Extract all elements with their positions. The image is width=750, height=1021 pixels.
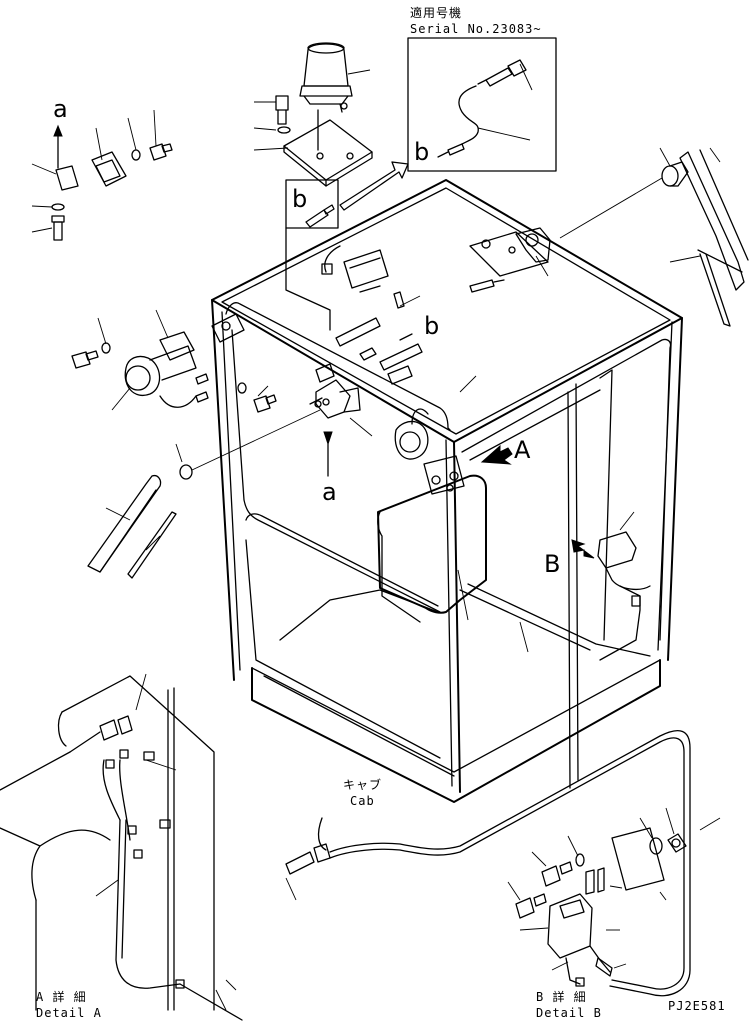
detail-pointer-arrow	[339, 161, 409, 211]
detail-a-view: A 詳 細 Detail A	[0, 673, 243, 1021]
serial-label-japanese: 適用号機	[410, 5, 462, 20]
horn-assembly-a: a	[31, 95, 173, 241]
cab-structure	[211, 179, 683, 803]
horn-assembly-cab: a	[309, 363, 429, 506]
callout-b-box-label: b	[292, 185, 307, 213]
rotating-beacon	[253, 42, 373, 187]
horn-left	[71, 309, 277, 413]
wiper-motor	[469, 227, 551, 293]
switch-unit	[597, 511, 651, 661]
serial-detail-box: 適用号機 Serial No.23083~ b	[407, 5, 557, 172]
cab-label-english: Cab	[350, 794, 375, 808]
rear-wiper-arm	[87, 409, 321, 579]
callout-b-harness: b	[424, 312, 439, 340]
detail-b-label-english: Detail B	[536, 1006, 602, 1020]
serial-number-label: Serial No.23083~	[410, 22, 542, 36]
front-wiper-arm	[559, 147, 749, 327]
callout-view-a: A	[514, 436, 531, 464]
view-b-arrow	[571, 539, 595, 559]
detail-b-view: B 詳 細 Detail B	[507, 807, 687, 1020]
view-a-arrow	[480, 444, 513, 465]
cab-label-japanese: キャブ	[343, 777, 382, 792]
washer-hose: キャブ Cab	[285, 730, 721, 997]
detail-b-label-japanese: B 詳 細	[536, 989, 587, 1004]
detail-a-label-english: Detail A	[36, 1006, 102, 1020]
callout-b-box: b	[285, 179, 339, 229]
callout-b-detail: b	[414, 138, 429, 166]
wiring-harness-top: b	[285, 227, 439, 371]
callout-a-lower: a	[322, 478, 337, 506]
controller-box	[377, 455, 487, 623]
detail-a-label-japanese: A 詳 細	[36, 989, 87, 1004]
drawing-code: PJ2E581	[668, 999, 726, 1013]
callout-a-upper: a	[53, 95, 68, 123]
callout-view-b: B	[544, 550, 560, 578]
